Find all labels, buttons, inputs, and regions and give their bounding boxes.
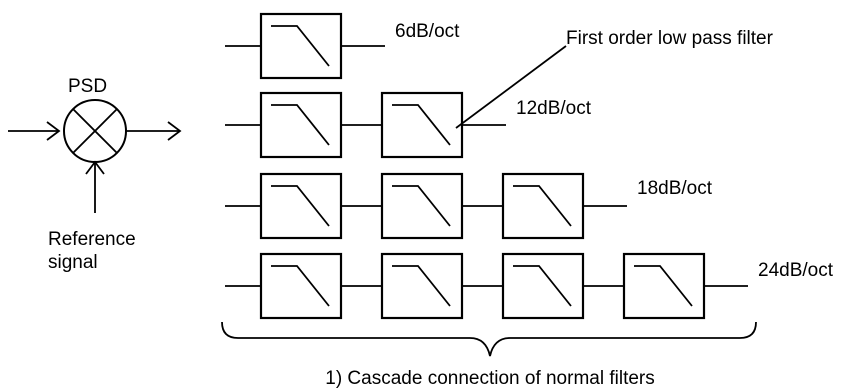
low-pass-response-icon <box>392 265 451 307</box>
slope-label: 24dB/oct <box>758 260 834 281</box>
reference-label-line2: signal <box>48 252 98 273</box>
filter-row: 24dB/oct <box>225 252 834 320</box>
low-pass-response-icon <box>271 104 330 146</box>
low-pass-filter-box <box>259 172 343 240</box>
low-pass-response-icon <box>271 265 330 307</box>
caption: 1) Cascade connection of normal filters <box>325 368 655 389</box>
filter-note-label: First order low pass filter <box>566 28 774 49</box>
low-pass-filter-box <box>259 91 343 159</box>
low-pass-response-icon <box>513 265 572 307</box>
cascade-brace <box>221 321 757 357</box>
low-pass-filter-box <box>380 172 464 240</box>
psd-block: PSD Reference signal <box>8 76 182 273</box>
low-pass-filter-box <box>501 252 585 320</box>
low-pass-filter-box <box>259 252 343 320</box>
filter-row: 6dB/oct <box>225 12 460 80</box>
low-pass-response-icon <box>634 265 693 307</box>
low-pass-filter-box <box>380 252 464 320</box>
slope-label: 6dB/oct <box>395 21 460 42</box>
low-pass-response-icon <box>392 185 451 227</box>
filter-note-leader-line <box>455 45 567 129</box>
low-pass-filter-box <box>380 91 464 159</box>
reference-label-line1: Reference <box>48 229 136 250</box>
low-pass-response-icon <box>392 104 451 146</box>
psd-output-arrowhead <box>167 121 182 141</box>
low-pass-response-icon <box>271 25 330 67</box>
low-pass-filter-box <box>622 252 706 320</box>
filter-row: 12dB/oct <box>225 91 592 159</box>
filter-note: First order low pass filter <box>455 28 774 129</box>
reference-arrowhead <box>85 160 105 175</box>
low-pass-filter-box <box>259 12 343 80</box>
psd-label: PSD <box>68 76 107 97</box>
slope-label: 18dB/oct <box>637 178 713 199</box>
filter-row: 18dB/oct <box>225 172 713 240</box>
low-pass-filter-box <box>501 172 585 240</box>
psd-cross-line-2 <box>72 108 118 154</box>
filter-rows: 6dB/oct 12dB/oct 18dB/oct 24dB/oct <box>225 12 834 320</box>
low-pass-response-icon <box>271 185 330 227</box>
psd-input-arrowhead <box>46 121 61 141</box>
slope-label: 12dB/oct <box>516 98 592 119</box>
low-pass-response-icon <box>513 185 572 227</box>
